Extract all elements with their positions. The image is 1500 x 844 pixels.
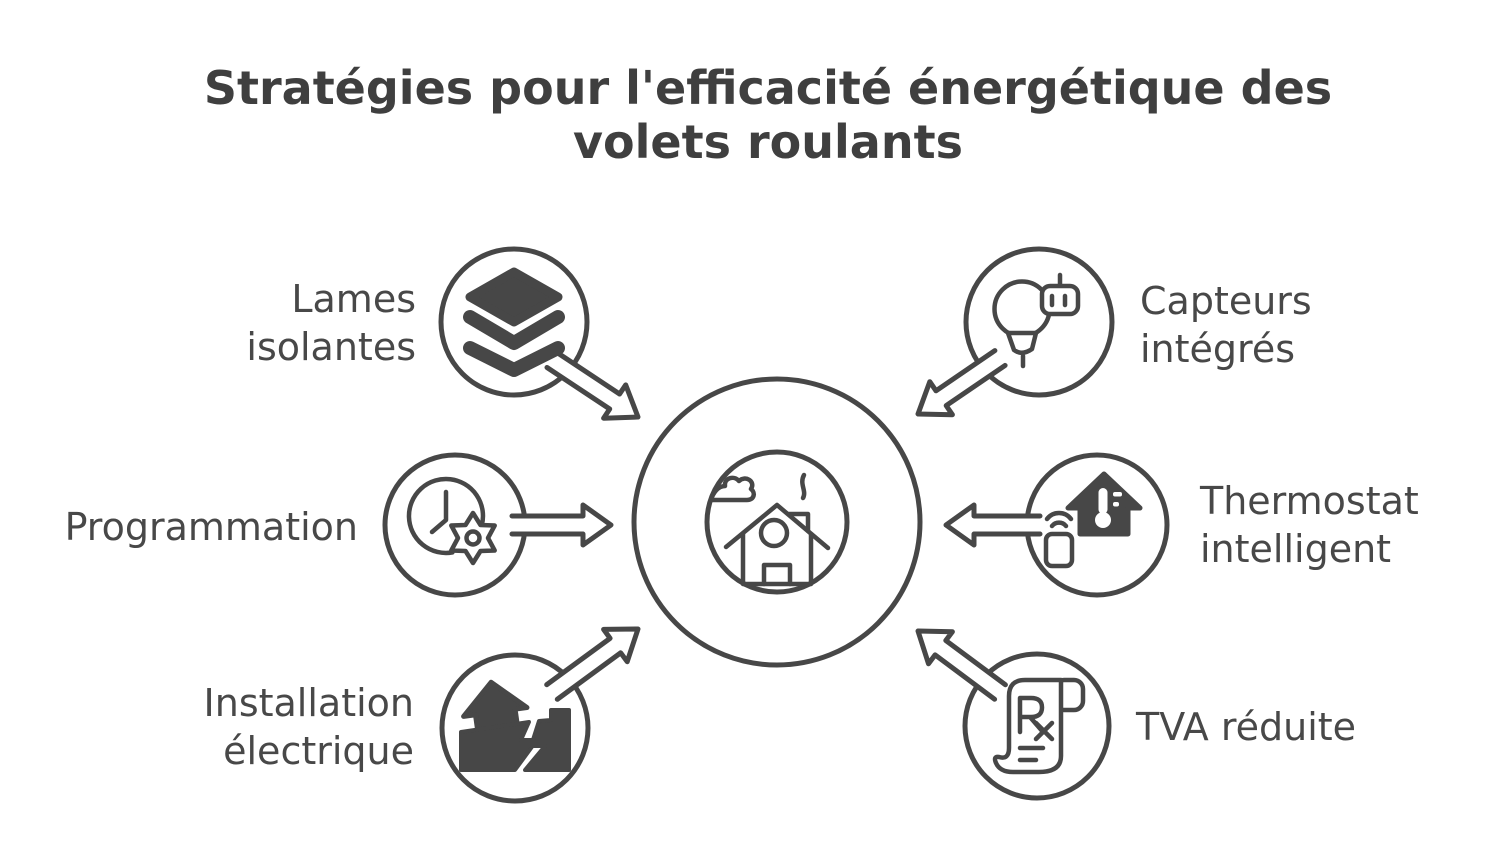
satellite-installation-electrique: Installation électrique (204, 626, 641, 804)
item-label: isolantes (246, 325, 416, 369)
satellite-programmation: Programmation (65, 452, 614, 598)
satellite-capteurs-integres: Capteurs intégrés (915, 246, 1312, 418)
satellite-tva-reduite: TVA réduite (915, 628, 1356, 801)
item-label: Installation (204, 681, 414, 725)
item-label: Programmation (65, 505, 358, 549)
arrow-to-center (509, 502, 614, 548)
item-label: Lames (291, 277, 416, 321)
house-bolt-icon (459, 679, 571, 772)
page-title-line-2: volets roulants (573, 115, 963, 169)
satellite-lames-isolantes: Lames isolantes (246, 246, 641, 421)
house-thermometer-icon (1043, 471, 1143, 569)
center-node (631, 376, 923, 668)
item-label: électrique (223, 729, 414, 773)
page-title-line-1: Stratégies pour l'efficacité énergétique… (204, 61, 1332, 115)
arrow-to-center (915, 348, 1008, 418)
clock-gear-icon (406, 476, 497, 566)
item-label: intégrés (1140, 327, 1295, 371)
arrow-to-center (943, 502, 1043, 548)
arrow-to-center (544, 626, 641, 702)
item-label: intelligent (1200, 527, 1391, 571)
item-label: TVA réduite (1135, 705, 1356, 749)
item-label: Thermostat (1199, 479, 1419, 523)
layers-icon (463, 267, 565, 377)
bulb-sensor-icon (992, 272, 1081, 369)
item-label: Capteurs (1140, 279, 1312, 323)
arrow-to-center (544, 350, 641, 421)
satellite-thermostat-intelligent: Thermostat intelligent (943, 452, 1419, 598)
house-energy-icon (708, 472, 831, 587)
arrow-to-center (915, 628, 1008, 702)
receipt-rx-icon (992, 677, 1086, 775)
